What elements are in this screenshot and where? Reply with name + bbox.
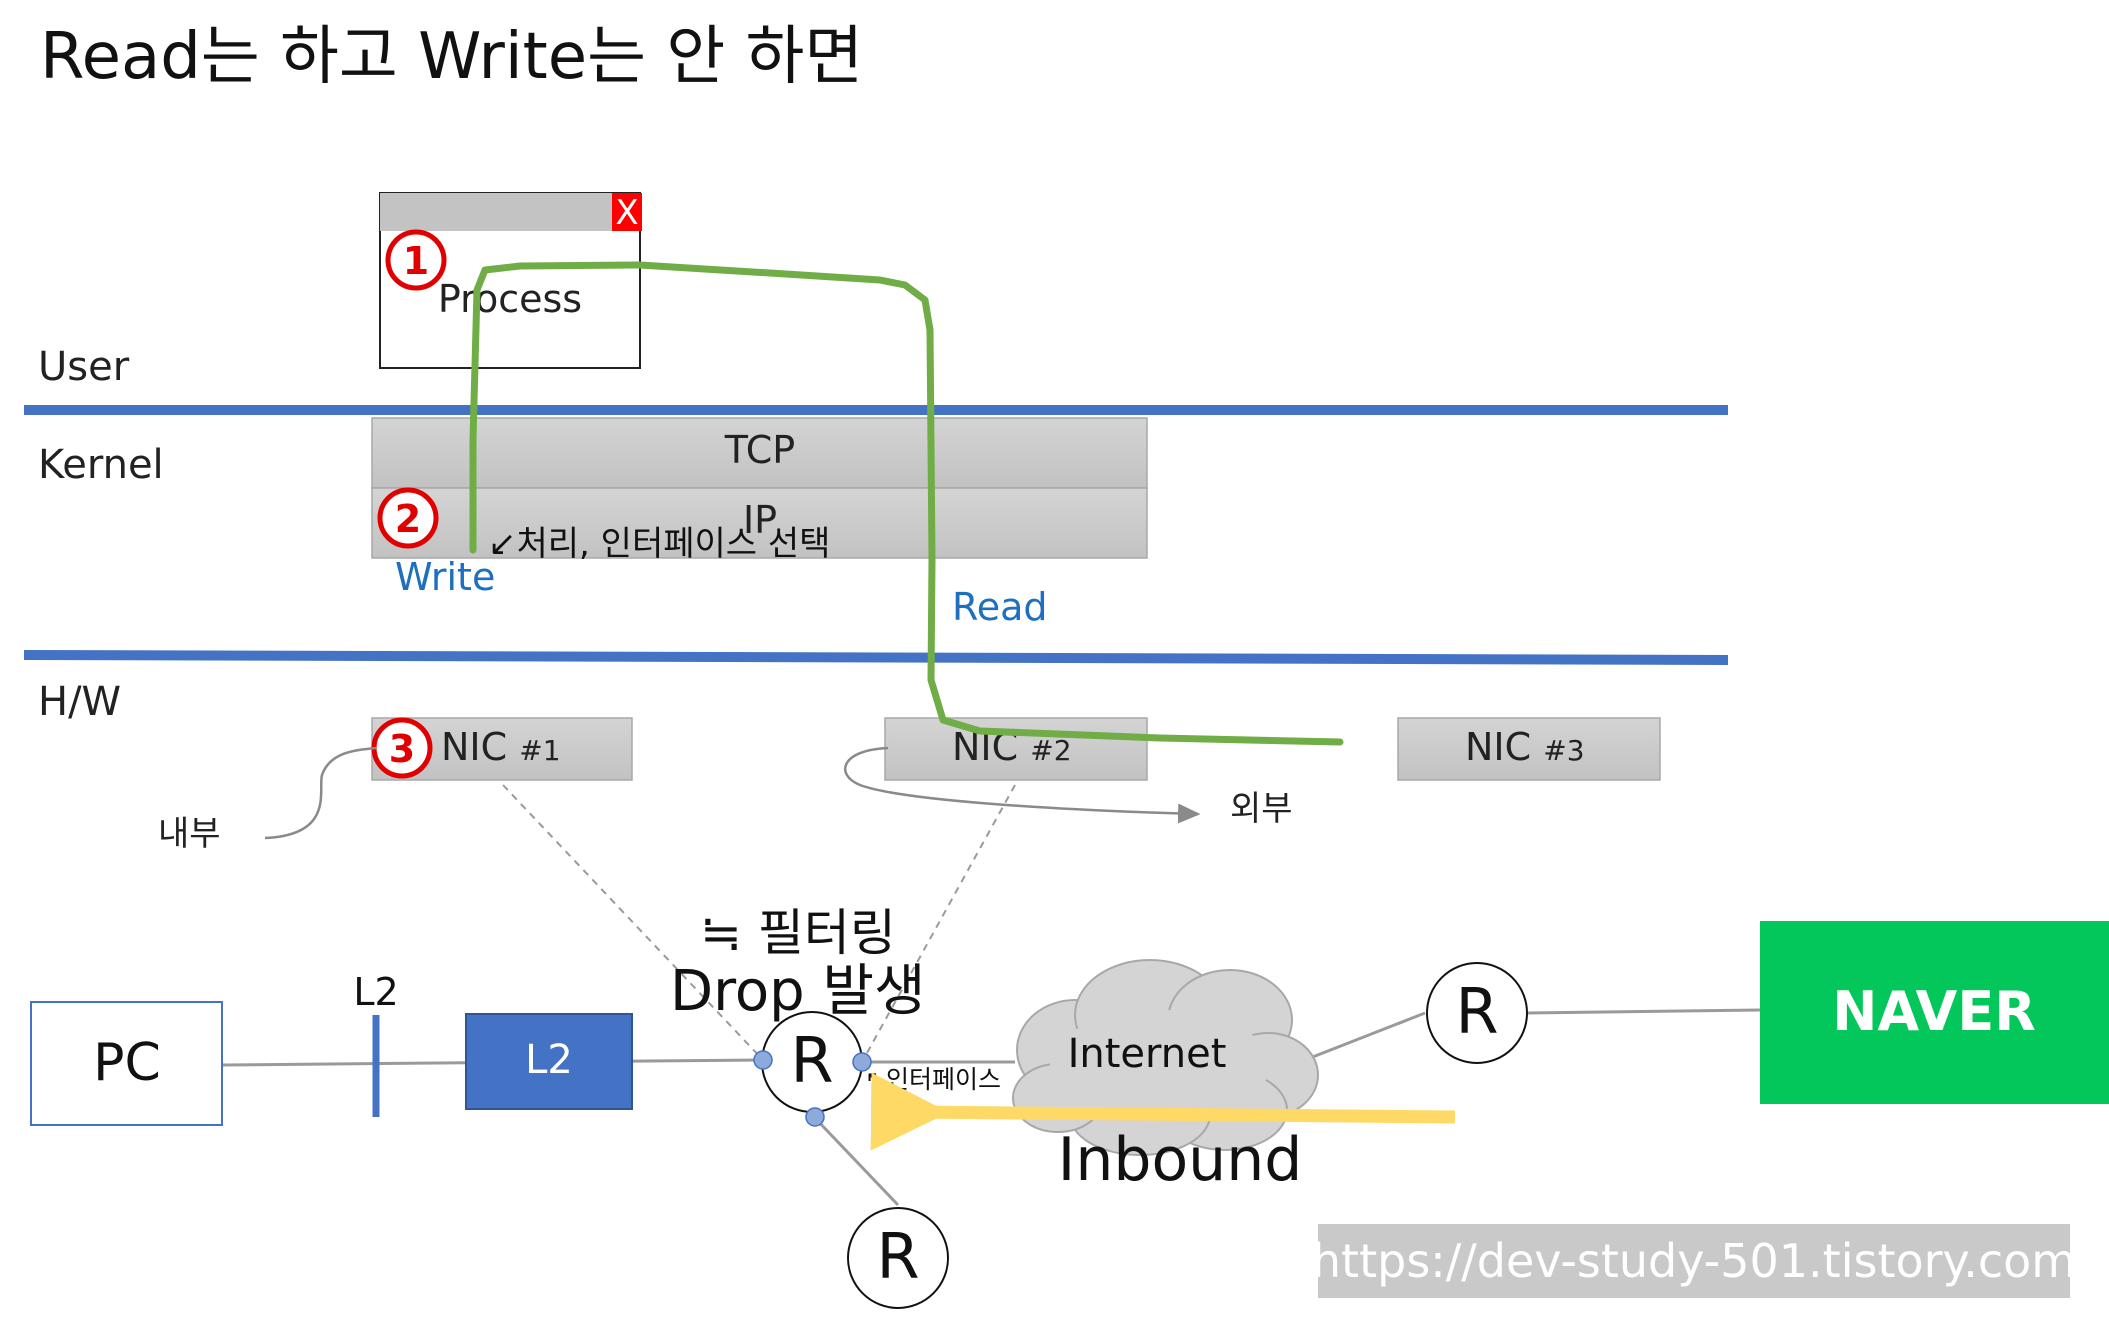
green-data-path	[469, 261, 1344, 746]
naver-label: NAVER	[1832, 980, 2036, 1043]
layer-label-kernel: Kernel	[38, 442, 164, 488]
nic-1-label: NIC #1	[441, 725, 561, 769]
router-right-label: R	[1455, 975, 1498, 1048]
write-label: Write	[395, 555, 495, 599]
ip-note: ↙처리, 인터페이스 선택	[488, 524, 830, 564]
external-label: 외부	[1230, 789, 1293, 829]
router-central-label: R	[790, 1024, 833, 1097]
nic-3-label: NIC #3	[1465, 725, 1585, 769]
step-1-marker: 1	[385, 229, 447, 291]
read-label: Read	[952, 585, 1047, 629]
close-icon[interactable]	[612, 193, 642, 231]
svg-text:3: 3	[389, 727, 415, 771]
interface-dot-right	[852, 1052, 872, 1072]
watermark-text: https://dev-study-501.tistory.com	[1312, 1234, 2076, 1288]
inbound-arrow	[870, 1072, 1456, 1151]
internal-curve	[264, 746, 377, 840]
filtering-label: ≒ 필터링	[700, 904, 896, 962]
kernel-hw-divider	[23, 650, 1729, 665]
router-bottom: R	[847, 1207, 949, 1309]
l2-box: L2	[465, 1013, 633, 1110]
internet-cloud: Internet	[1012, 959, 1319, 1156]
layer-label-hw: H/W	[38, 679, 121, 725]
watermark: https://dev-study-501.tistory.com	[1312, 1224, 2076, 1298]
ip-box: IP	[371, 487, 1148, 559]
close-label: X	[615, 193, 638, 233]
l2-box-label: L2	[525, 1037, 573, 1083]
nic-3: NIC #3	[1397, 717, 1661, 781]
process-window: X Process	[379, 192, 642, 369]
router-naver-link	[1526, 1008, 1761, 1015]
interface-dot-bottom	[805, 1107, 825, 1127]
interface-dot-left	[753, 1050, 773, 1070]
internet-label: Internet	[1068, 1031, 1227, 1077]
process-label: Process	[438, 277, 582, 321]
naver-node: NAVER	[1760, 921, 2109, 1104]
l2-switch-label: L2	[353, 970, 398, 1014]
external-arrow	[844, 746, 1201, 824]
tcp-label: TCP	[724, 428, 795, 472]
ip-label: IP	[743, 498, 777, 542]
step-3-marker: 3	[371, 717, 433, 779]
nic2-router-dashed	[861, 784, 1016, 1063]
svg-text:2: 2	[395, 497, 421, 541]
layer-label-user: User	[38, 344, 130, 390]
router-router-link	[813, 1116, 900, 1207]
internal-label: 내부	[158, 814, 221, 854]
nic1-router-dashed	[502, 784, 764, 1061]
pc-label: PC	[93, 1033, 161, 1093]
router-central: R	[753, 1011, 872, 1127]
interface-label: ↖인터페이스	[865, 1065, 1001, 1094]
page-title: Read는 하고 Write는 안 하면	[40, 20, 863, 94]
svg-text:1: 1	[403, 239, 429, 283]
router-right: R	[1426, 962, 1528, 1064]
router-bottom-label: R	[876, 1220, 919, 1293]
nic-2: NIC #2	[884, 717, 1148, 781]
pc-node: PC	[30, 1001, 223, 1126]
tcp-box: TCP	[371, 417, 1148, 489]
internet-router-link	[1304, 1011, 1426, 1062]
step-2-marker: 2	[377, 487, 439, 549]
inbound-label: Inbound	[1058, 1125, 1303, 1195]
